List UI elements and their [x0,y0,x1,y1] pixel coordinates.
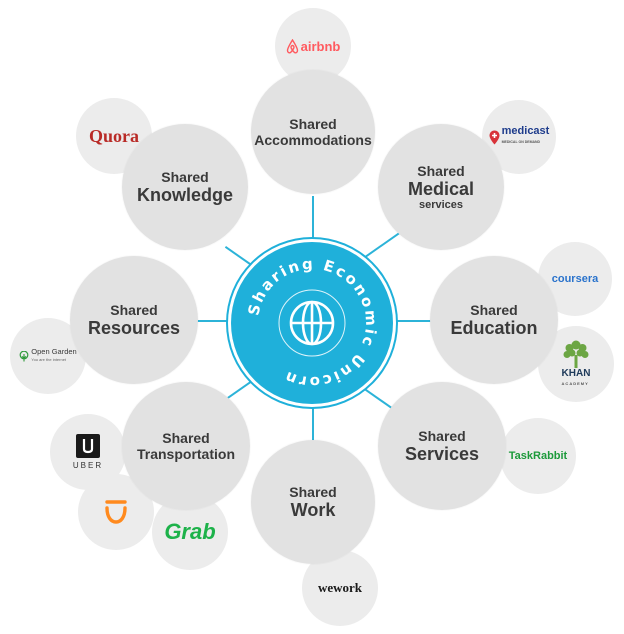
sharing-economy-hub[interactable]: Sharing Economic Unicorn [231,242,393,404]
category-shared-services[interactable]: Shared Services [378,382,506,510]
spoke-resources [190,320,234,322]
uber-logo-text: UBER [72,461,104,470]
category-line1: Shared [161,169,209,185]
khan-logo-text: KHAN ACADEMY [562,369,591,389]
category-shared-knowledge[interactable]: Shared Knowledge [122,124,248,250]
category-line1: Shared [162,430,210,446]
medicast-name: medicast [501,125,550,137]
category-line2: Knowledge [136,185,233,205]
wework-logo[interactable]: wework [302,550,378,626]
taskrabbit-logo-text: TaskRabbit [508,450,568,462]
taskrabbit-logo[interactable]: TaskRabbit [500,418,576,494]
grab-logo-text: Grab [164,519,216,544]
category-line2: Medical [407,179,475,199]
category-shared-work[interactable]: Shared Work [251,440,375,564]
hub-graphic: Sharing Economic Unicorn [244,255,378,391]
globe-icon [289,300,335,346]
medicast-tagline: MEDICAL ON DEMAND [501,140,541,144]
wework-logo-text: wework [317,580,363,595]
coursera-logo-text: coursera [551,273,599,285]
category-line2: Transportation [136,446,235,462]
airbnb-logo-text: airbnb [300,38,341,54]
category-line1: Shared [289,484,337,500]
category-line2: Work [290,500,336,520]
khan-tagline: ACADEMY [561,381,589,386]
category-line1: Shared [417,163,465,179]
open-garden-tagline: You are the internet [31,357,67,362]
category-line1: Shared [110,302,158,318]
category-line2: Education [450,318,538,338]
didi-icon [105,500,127,524]
category-shared-education[interactable]: Shared Education [430,256,558,384]
category-line1: Shared [418,428,466,444]
category-line1: Shared [289,116,337,132]
khan-name: KHAN [561,368,591,379]
hub-inner-ring [278,289,346,357]
medicast-pin-icon [489,130,500,144]
khan-tree-icon [563,340,589,368]
category-line3: services [418,199,464,211]
airbnb-icon [286,38,298,54]
spoke-work [312,402,314,450]
category-shared-accommodations[interactable]: Shared Accommodations [251,70,375,194]
coursera-logo[interactable]: coursera [538,242,612,316]
category-line2: Services [404,444,480,464]
spoke-accommodations [312,196,314,244]
uber-icon [76,434,100,458]
category-shared-medical-services[interactable]: Shared Medical services [378,124,504,250]
open-garden-tree-icon [19,350,29,361]
category-line2: Resources [87,318,181,338]
category-line1: Shared [470,302,518,318]
open-garden-name: Open Garden [31,347,77,356]
category-shared-transportation[interactable]: Shared Transportation [122,382,250,510]
medicast-logo-text: medicast MEDICAL ON DEMAND [502,126,550,148]
open-garden-logo-text: Open Garden You are the internet [31,348,76,364]
spoke-education [390,320,434,322]
category-line2: Accommodations [254,132,372,148]
quora-logo-text: Quora [88,125,139,146]
category-shared-resources[interactable]: Shared Resources [70,256,198,384]
